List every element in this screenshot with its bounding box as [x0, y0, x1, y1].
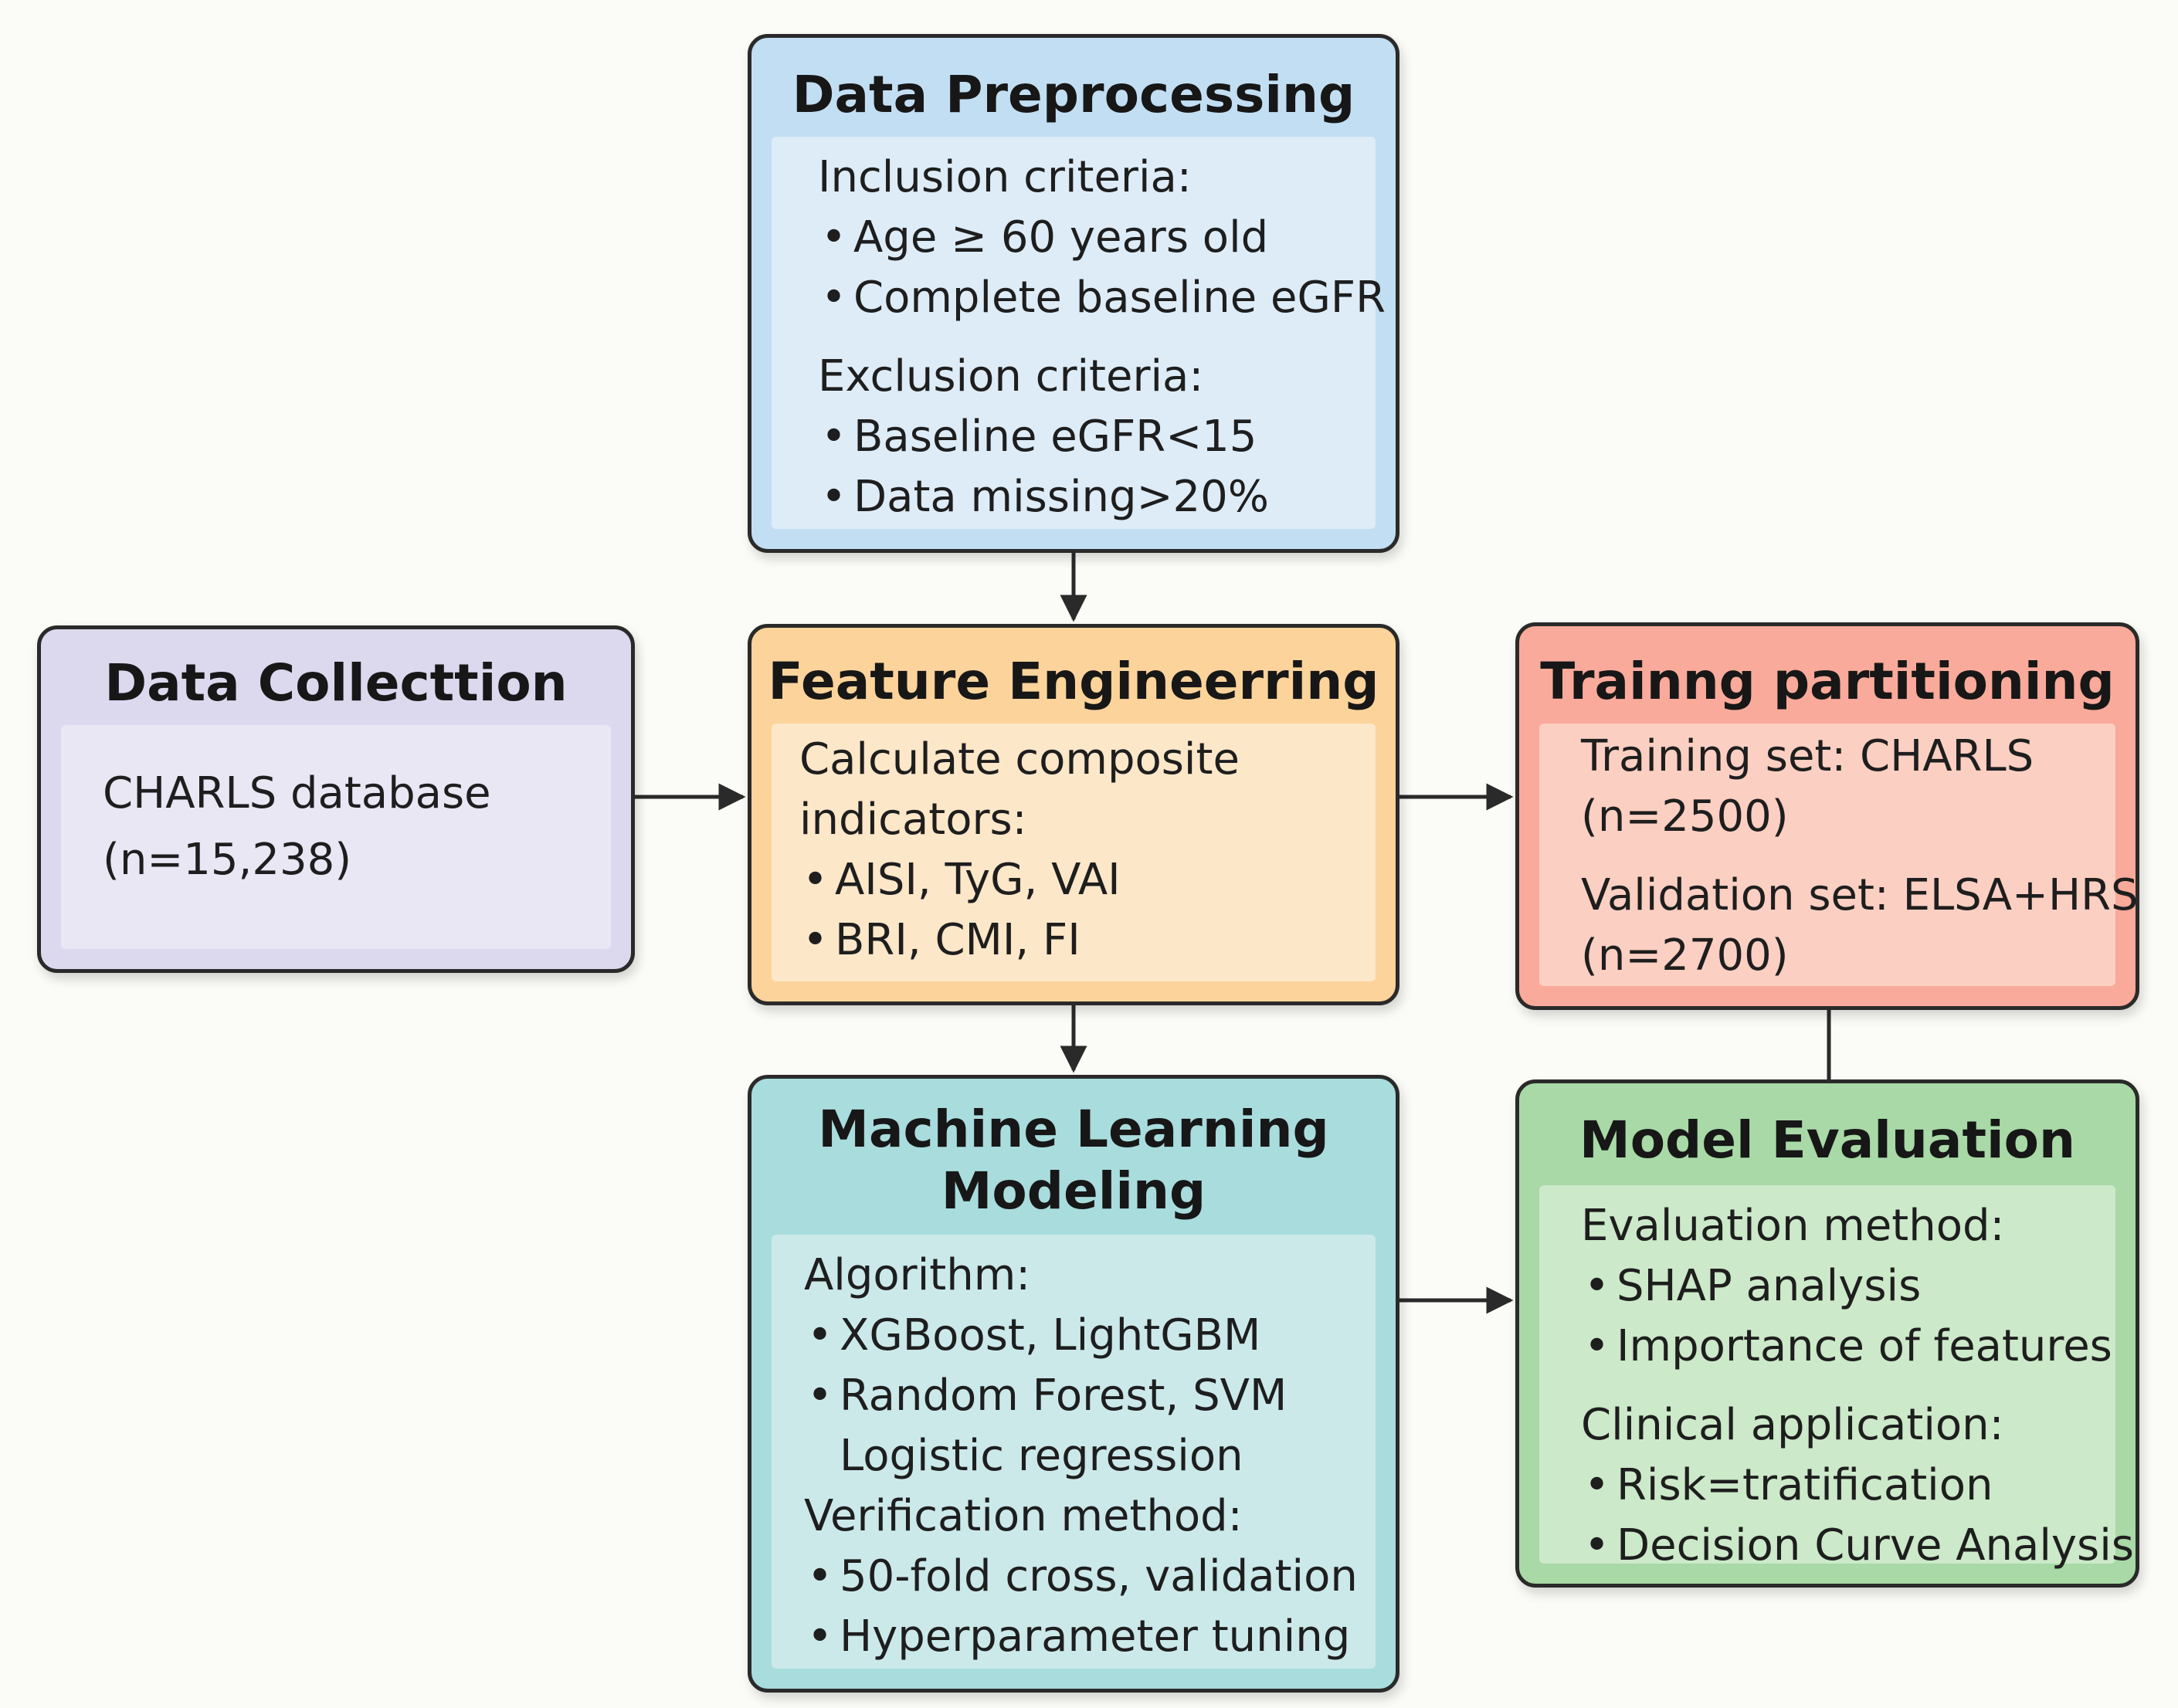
feature-engineering-content: Calculate composite indicators: AISI, Ty…	[772, 724, 1376, 981]
algorithm-item: XGBoost, LightGBM	[804, 1306, 1376, 1366]
validation-set-line: (n=2700)	[1581, 930, 1789, 981]
clinical-application-item: Decision Curve Analysis	[1581, 1516, 2134, 1576]
model-evaluation-box: Model Evaluation Evaluation method: SHAP…	[1515, 1079, 2139, 1588]
inclusion-item: Complete baseline eGFR	[818, 268, 1386, 328]
exclusion-item: Data missing>20%	[818, 467, 1376, 527]
clinical-application-item: Risk=tratification	[1581, 1456, 2115, 1516]
verification-item: 50-fold cross, validation	[804, 1547, 1376, 1607]
training-partitioning-content: Training set: CHARLS (n=2500) Validation…	[1539, 724, 2139, 986]
feature-engineering-title: Feature Engineerring	[768, 652, 1379, 711]
machine-learning-title-line: Modeling	[941, 1161, 1206, 1221]
verification-heading: Verification method:	[804, 1491, 1243, 1541]
data-collection-title: Data Collecttion	[104, 653, 568, 713]
training-set-line: Training set: CHARLS	[1581, 731, 2034, 781]
clinical-application-heading: Clinical application:	[1581, 1400, 2004, 1450]
model-evaluation-title: Model Evaluation	[1579, 1110, 2075, 1170]
model-evaluation-content: Evaluation method: SHAP analysis Importa…	[1539, 1185, 2134, 1576]
evaluation-method-heading: Evaluation method:	[1581, 1201, 2005, 1251]
data-preprocessing-content: Inclusion criteria: Age ≥ 60 years old C…	[772, 137, 1386, 529]
validation-set-line: Validation set: ELSA+HRS	[1581, 870, 2139, 920]
inclusion-item: Age ≥ 60 years old	[818, 208, 1376, 268]
exclusion-criteria-heading: Exclusion criteria:	[818, 351, 1204, 402]
machine-learning-box: Machine Learning Modeling Algorithm: XGB…	[748, 1075, 1399, 1693]
algorithm-item: Random Forest, SVM	[804, 1366, 1376, 1426]
machine-learning-title: Machine Learning Modeling	[751, 1099, 1396, 1222]
data-preprocessing-box: Data Preprocessing Inclusion criteria: A…	[748, 34, 1399, 553]
evaluation-method-item: Importance of features	[1581, 1317, 2115, 1377]
machine-learning-content: Algorithm: XGBoost, LightGBM Random Fore…	[772, 1235, 1376, 1669]
collection-line: (n=15,238)	[103, 835, 352, 885]
verification-item: Hyperparameter tuning	[804, 1607, 1376, 1667]
feature-line: Calculate composite	[799, 734, 1240, 785]
inclusion-criteria-heading: Inclusion criteria:	[818, 152, 1192, 202]
data-collection-box: Data Collecttion CHARLS database (n=15,2…	[37, 625, 635, 973]
collection-line: CHARLS database	[103, 768, 491, 818]
algorithm-item-continuation: Logistic regression	[840, 1431, 1243, 1481]
training-partitioning-title: Trainng partitioning	[1540, 652, 2115, 711]
feature-item: AISI, TyG, VAI	[799, 850, 1376, 910]
feature-item: BRI, CMI, FI	[799, 910, 1376, 971]
training-set-line: (n=2500)	[1581, 791, 1789, 842]
data-collection-content: CHARLS database (n=15,238)	[61, 725, 611, 949]
feature-line: indicators:	[799, 795, 1027, 845]
training-partitioning-box: Trainng partitioning Training set: CHARL…	[1515, 622, 2139, 1010]
feature-engineering-box: Feature Engineerring Calculate composite…	[748, 624, 1399, 1005]
evaluation-method-item: SHAP analysis	[1581, 1256, 2115, 1317]
algorithm-heading: Algorithm:	[804, 1250, 1031, 1300]
data-preprocessing-title: Data Preprocessing	[792, 65, 1355, 124]
exclusion-item: Baseline eGFR<15	[818, 407, 1376, 467]
machine-learning-title-line: Machine Learning	[818, 1100, 1329, 1159]
